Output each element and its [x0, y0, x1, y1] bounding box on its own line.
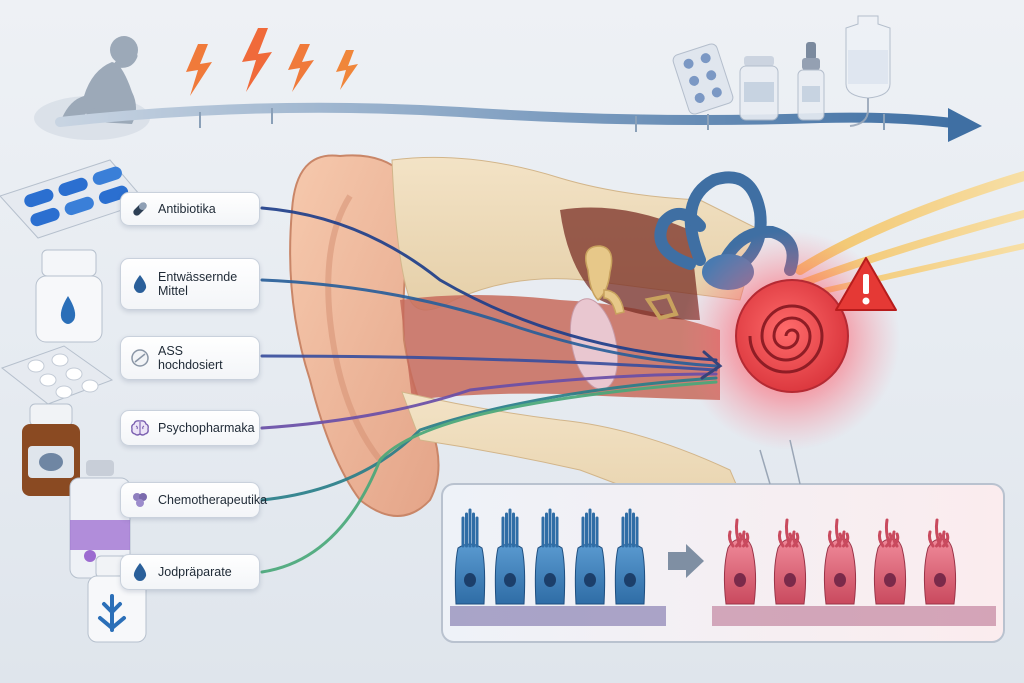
- damaged-hair-cell: [873, 538, 907, 605]
- damaged-hair-cells: [712, 518, 996, 626]
- ossicles: [585, 245, 679, 321]
- blister-pack-icon: [672, 43, 734, 115]
- water-drop-icon: [129, 273, 151, 295]
- stereocilia: [835, 532, 843, 548]
- drug-label-text: Jodpräparate: [158, 564, 232, 579]
- cochlea: [735, 279, 849, 393]
- timeline-arrow: [55, 102, 982, 142]
- drug-label-card: Psychopharmaka: [120, 410, 260, 446]
- drug-label-card: Entwässernde Mittel: [120, 258, 260, 310]
- warning-icon: [835, 257, 897, 311]
- healthy-hair-cells: [450, 508, 666, 626]
- stereocilia: [791, 530, 799, 548]
- cell-nucleus: [624, 573, 636, 587]
- cell-nucleus: [584, 573, 596, 587]
- left-medications: [0, 159, 147, 643]
- drug-label-card: Antibiotika: [120, 192, 260, 226]
- cell-nucleus: [734, 573, 746, 587]
- stereocilia: [884, 518, 892, 548]
- stereocilia: [842, 532, 850, 548]
- stereocilia: [785, 532, 793, 548]
- drug-label-card: Jodpräparate: [120, 554, 260, 590]
- vial-icon: [69, 460, 131, 579]
- stereocilia: [941, 530, 949, 548]
- damaged-hair-cell: [923, 538, 957, 605]
- cell-nucleus: [504, 573, 516, 587]
- stereocilia: [942, 532, 950, 548]
- ear-anatomy: [289, 154, 1024, 541]
- cell-nucleus: [784, 573, 796, 587]
- cell-nucleus: [934, 573, 946, 587]
- stereocilia: [735, 532, 743, 548]
- stereocilia: [784, 518, 792, 548]
- drug-label-text: Chemotherapeutika: [158, 492, 268, 507]
- stereocilia: [877, 530, 885, 548]
- stereocilia: [741, 530, 749, 548]
- stereocilia: [734, 518, 742, 548]
- stereocilia: [834, 518, 842, 548]
- bottle-icon: [739, 56, 779, 121]
- amber-bottle-icon: [22, 403, 80, 496]
- capsule-icon: [129, 198, 151, 220]
- stereocilia: [927, 530, 935, 548]
- tablet-tray-icon: [0, 345, 114, 405]
- cell-nucleus: [464, 573, 476, 587]
- medication-products: [672, 15, 891, 127]
- cell-nucleus: [834, 573, 846, 587]
- cell-nucleus: [884, 573, 896, 587]
- stereocilia: [891, 530, 899, 548]
- stereocilia: [885, 532, 893, 548]
- damaged-hair-cell: [723, 538, 757, 605]
- tablet-icon: [129, 347, 151, 369]
- water-drop-icon: [129, 561, 151, 583]
- drug-label-card: ASS hochdosiert: [120, 336, 260, 380]
- drug-label-text: Entwässernde Mittel: [158, 269, 238, 298]
- capsule-blister-icon: [0, 159, 147, 239]
- stereocilia: [777, 530, 785, 548]
- drug-label-text: Psychopharmaka: [158, 420, 255, 435]
- drug-label-text: ASS hochdosiert: [158, 343, 223, 372]
- stereocilia: [792, 532, 800, 548]
- damaged-hair-cell: [773, 538, 807, 605]
- lightning-icons: [186, 28, 358, 96]
- stereocilia: [727, 530, 735, 548]
- drug-label-card: Chemotherapeutika: [120, 482, 267, 518]
- stereocilia: [841, 530, 849, 548]
- water-bottle-icon: [35, 249, 103, 343]
- stereocilia: [935, 532, 943, 548]
- distressed-person-icon: [34, 36, 150, 140]
- stereocilia: [742, 532, 750, 548]
- transition-arrow-icon: [668, 544, 704, 578]
- connector-lines: [260, 206, 723, 574]
- drug-label-text: Antibiotika: [158, 201, 216, 216]
- stereocilia: [934, 518, 942, 548]
- stereocilia: [892, 532, 900, 548]
- cells-icon: [129, 489, 151, 511]
- brain-icon: [129, 417, 151, 439]
- ear-canal: [400, 295, 720, 400]
- dropper-bottle-icon: [797, 42, 825, 121]
- damaged-hair-cell: [823, 538, 857, 605]
- cell-nucleus: [544, 573, 556, 587]
- hair-cell-panel: [441, 439, 1005, 643]
- iv-bag-icon: [845, 15, 891, 127]
- stereocilia: [827, 530, 835, 548]
